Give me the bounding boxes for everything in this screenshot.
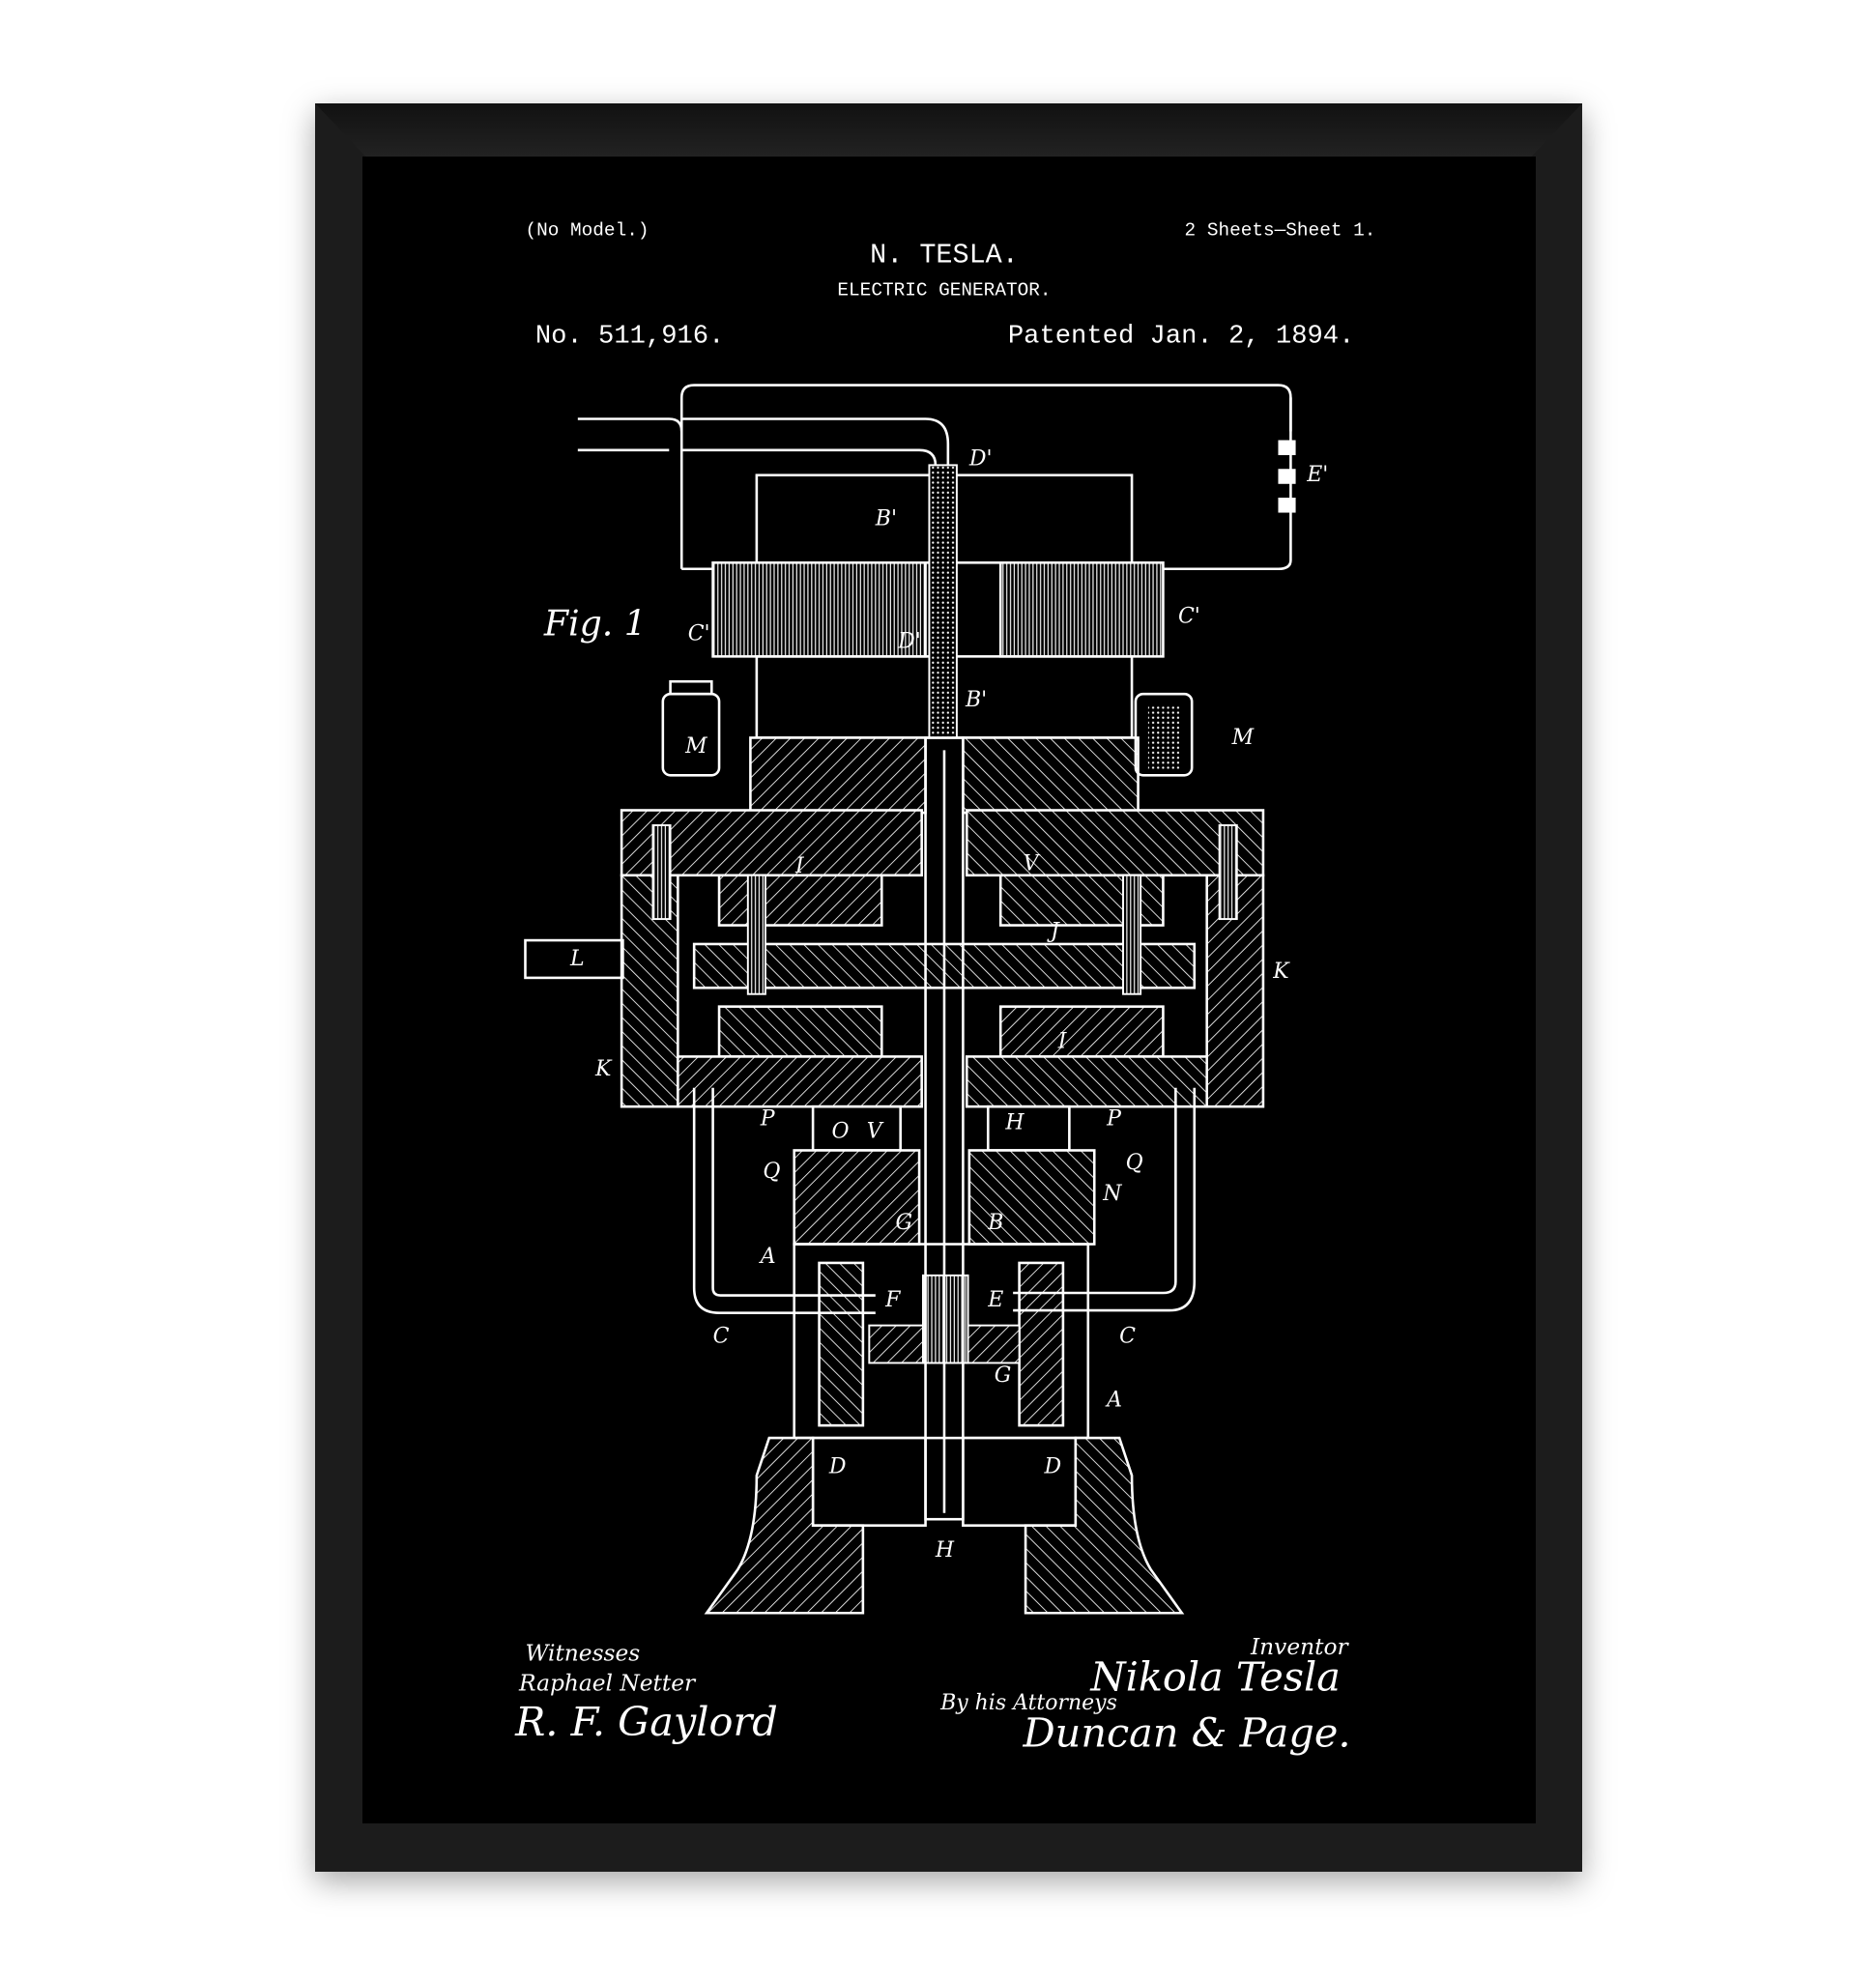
sheets-text: 2 Sheets—Sheet 1.: [1185, 219, 1376, 241]
label: D: [828, 1454, 847, 1478]
label: A: [759, 1245, 776, 1269]
patent-date: Patented Jan. 2, 1894.: [1008, 322, 1355, 352]
label: G: [896, 1211, 913, 1235]
label: C: [1119, 1325, 1136, 1349]
label: M: [1231, 726, 1255, 750]
label: O: [832, 1120, 850, 1144]
battery-icon: [1278, 440, 1296, 513]
label: D': [897, 629, 921, 653]
attorneys-signature: Duncan & Page.: [1022, 1710, 1350, 1757]
label: P: [1106, 1107, 1122, 1132]
label: F: [884, 1288, 901, 1312]
label: V: [867, 1120, 884, 1144]
label: D: [1043, 1454, 1061, 1478]
label: J: [1047, 919, 1060, 943]
label: B': [875, 506, 897, 531]
attorneys-heading: By his Attorneys: [939, 1691, 1117, 1715]
label: G: [995, 1363, 1012, 1388]
label: B: [987, 1211, 1003, 1235]
label: L: [569, 947, 585, 971]
label: H: [1004, 1110, 1025, 1134]
label: C': [688, 622, 710, 646]
no-model-text: (No Model.): [525, 219, 649, 241]
label: I: [1057, 1029, 1068, 1053]
label: D': [968, 446, 993, 471]
label: K: [594, 1057, 613, 1081]
figure-labels: Fig. 1 D' E' B' C' C' D' B' M M I V J L …: [543, 446, 1328, 1563]
inventor-signature: Nikola Tesla: [1089, 1653, 1341, 1700]
patent-poster: [362, 157, 1536, 1823]
witness-signature-1: Raphael Netter: [518, 1670, 697, 1696]
patent-number: No. 511,916.: [535, 322, 725, 352]
generator-housing: [524, 736, 1265, 1108]
witness-signature-2: R. F. Gaylord: [514, 1699, 778, 1745]
label: M: [684, 734, 707, 759]
label: Q: [763, 1160, 780, 1184]
label: V: [1023, 852, 1040, 876]
oil-cups: [661, 679, 1194, 777]
inventor-heading: Inventor: [1250, 1634, 1349, 1660]
signature-block: Witnesses Raphael Netter R. F. Gaylord I…: [514, 1634, 1350, 1757]
figure-caption: Fig. 1: [543, 602, 647, 644]
lower-body: [692, 736, 1197, 1615]
label: A: [1105, 1389, 1122, 1413]
witnesses-heading: Witnesses: [525, 1640, 640, 1666]
label: E': [1306, 463, 1328, 487]
label: C: [713, 1325, 730, 1349]
circuit-wires: [577, 384, 1292, 571]
label: I: [794, 854, 805, 878]
inventor-name: N. TESLA.: [870, 240, 1019, 272]
label: Q: [1126, 1151, 1143, 1175]
label: K: [1272, 960, 1290, 984]
label: C': [1178, 604, 1200, 628]
label: B': [965, 688, 987, 712]
patent-title: ELECTRIC GENERATOR.: [837, 279, 1051, 301]
label: E: [987, 1288, 1003, 1312]
label: N: [1102, 1182, 1122, 1206]
field-magnet: [711, 464, 1165, 739]
label: P: [760, 1107, 776, 1132]
label: H: [935, 1538, 955, 1563]
